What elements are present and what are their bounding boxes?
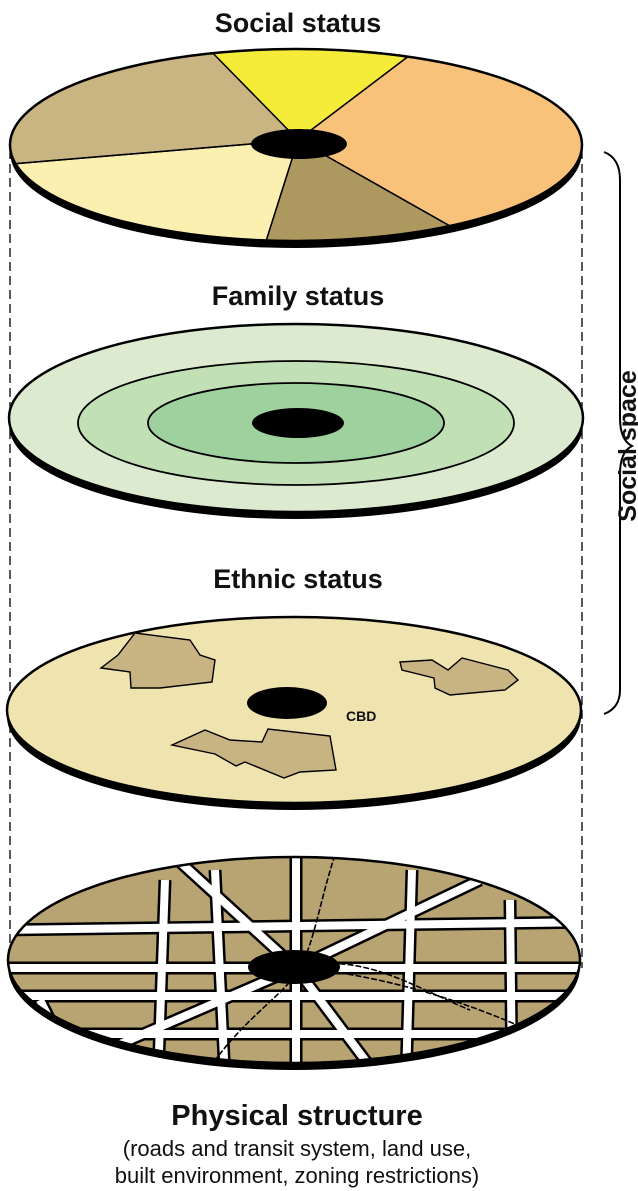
ethnic-center-hole [247,687,327,719]
ethnic-enclave-1 [99,632,216,689]
family-status-disc [7,322,585,519]
ethnic-status-disc: CBD [5,615,583,810]
cbd-label: CBD [346,708,376,724]
physical-structure-subtitle-line1: (roads and transit system, land use, [123,1136,472,1161]
physical-structure-title: Physical structure [171,1100,422,1132]
family-status-title: Family status [212,281,385,311]
family-center-hole [252,408,344,438]
physical-center-hole [248,950,340,984]
social-space-bracket [603,151,635,715]
physical-structure-disc [6,855,582,1070]
social-status-title: Social status [215,8,382,38]
social-status-disc [8,47,584,248]
ethnic-status-title: Ethnic status [213,564,383,594]
social-center-hole [251,129,347,159]
physical-structure-subtitle-line2: built environment, zoning restrictions) [115,1163,479,1188]
social-space-label: Social space [614,370,638,522]
dashed-connector-lines [9,150,583,968]
ethnic-enclave-3 [169,728,337,779]
ethnic-enclave-2 [399,657,520,696]
